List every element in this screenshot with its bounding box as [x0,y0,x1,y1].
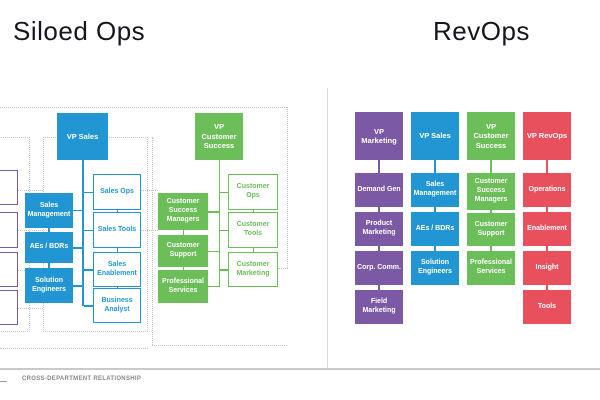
org-box-sales-ops: Sales Ops [93,174,141,210]
org-box-solution-engineers-revops: Solution Engineers [411,251,459,285]
dashed-relationship-line [0,107,287,108]
org-box-product-marketing: Product Marketing [355,212,403,246]
legend-label: CROSS-DEPARTMENT RELATIONSHIP [22,376,142,382]
connector-line [378,207,380,212]
org-box-csm-revops: Customer Success Managers [467,173,515,210]
connector-line [378,285,380,290]
connector-line [116,286,118,289]
connector-line [116,210,118,213]
connector-line [546,246,548,251]
org-box-corp-comm: Corp. Comm. [355,251,403,285]
connector-line [252,210,254,213]
connector-line [83,191,93,193]
org-box-sales-management-revops: Sales Management [411,173,459,207]
dashed-relationship-line [18,308,43,309]
dashed-relationship-line [278,268,288,269]
connector-line [73,247,82,249]
org-box-solution-engineers: Solution Engineers [25,268,73,303]
org-box-sales-tools: Sales Tools [93,212,141,248]
connector-line [116,248,118,252]
connector-line [48,228,50,232]
org-box-aes-bdrs: AEs / BDRs [25,232,73,263]
dashed-relationship-line [18,190,43,191]
org-box-aes-bdrs-revops: AEs / BDRs [411,212,459,246]
org-box-customer-ops: Customer Ops [228,174,278,210]
dashed-relationship-line [141,190,158,191]
connector-line [490,246,492,251]
connector-line [490,210,492,213]
connector-line [208,211,219,213]
org-box-sales-management: Sales Management [25,193,73,228]
center-divider-line [327,88,328,368]
connector-line [434,246,436,251]
clipped-marketing-box [0,290,18,325]
org-box-vp-revops: VP RevOps [523,112,571,160]
org-box-enablement: Enablement [523,212,571,246]
connector-line [434,160,436,173]
connector-line [218,160,220,287]
connector-line [83,269,93,271]
org-box-insight: Insight [523,251,571,285]
org-box-customer-support-revops: Customer Support [467,213,515,246]
connector-line [73,209,82,211]
connector-line [48,263,50,268]
clipped-marketing-box [0,170,18,205]
org-box-business-analyst: Business Analyst [93,288,141,323]
org-box-tools: Tools [523,290,571,324]
connector-line [378,160,380,173]
dashed-relationship-line [287,107,288,268]
org-box-vp-sales: VP Sales [57,113,108,160]
cs-silo-boundary [152,137,153,345]
connector-line [220,191,228,193]
connector-line [82,160,84,306]
org-box-customer-support: Customer Support [158,235,208,267]
org-box-field-marketing: Field Marketing [355,290,403,324]
org-box-vp-marketing: VP Marketing [355,112,403,160]
connector-line [208,250,219,252]
bottom-rule [0,368,600,370]
dashed-relationship-line [0,348,148,349]
cs-silo-boundary [152,345,287,346]
connector-line [220,269,228,271]
org-box-customer-success-managers: Customer Success Managers [158,193,208,230]
connector-line [208,285,219,287]
connector-line [83,305,93,307]
org-box-demand-gen: Demand Gen [355,173,403,207]
org-box-vp-sales-revops: VP Sales [411,112,459,160]
connector-line [73,285,82,287]
org-box-customer-tools: Customer Tools [228,212,278,248]
connector-line [182,230,184,235]
org-box-customer-marketing: Customer Marketing [228,252,278,287]
org-box-operations: Operations [523,173,571,207]
dashed-relationship-line [141,230,158,231]
legend-dash-swatch [0,381,7,382]
right-title: RevOps [433,16,530,46]
left-title: Siloed Ops [13,16,146,46]
connector-line [83,229,93,231]
connector-line [220,229,228,231]
org-box-professional-services-revops: Professional Services [467,251,515,285]
dashed-relationship-line [18,230,43,231]
org-box-vp-customer-success: VP Customer Success [195,113,243,160]
connector-line [378,246,380,251]
connector-line [490,160,492,173]
connector-line [546,160,548,173]
clipped-marketing-box [0,252,18,287]
connector-line [434,207,436,212]
org-box-professional-services: Professional Services [158,270,208,303]
connector-line [252,248,254,252]
connector-line [546,207,548,212]
connector-line [546,285,548,290]
org-box-sales-enablement: Sales Enablement [93,252,141,287]
clipped-marketing-box [0,212,18,248]
connector-line [182,267,184,270]
org-box-vp-customer-success-revops: VP Customer Success [467,112,515,160]
